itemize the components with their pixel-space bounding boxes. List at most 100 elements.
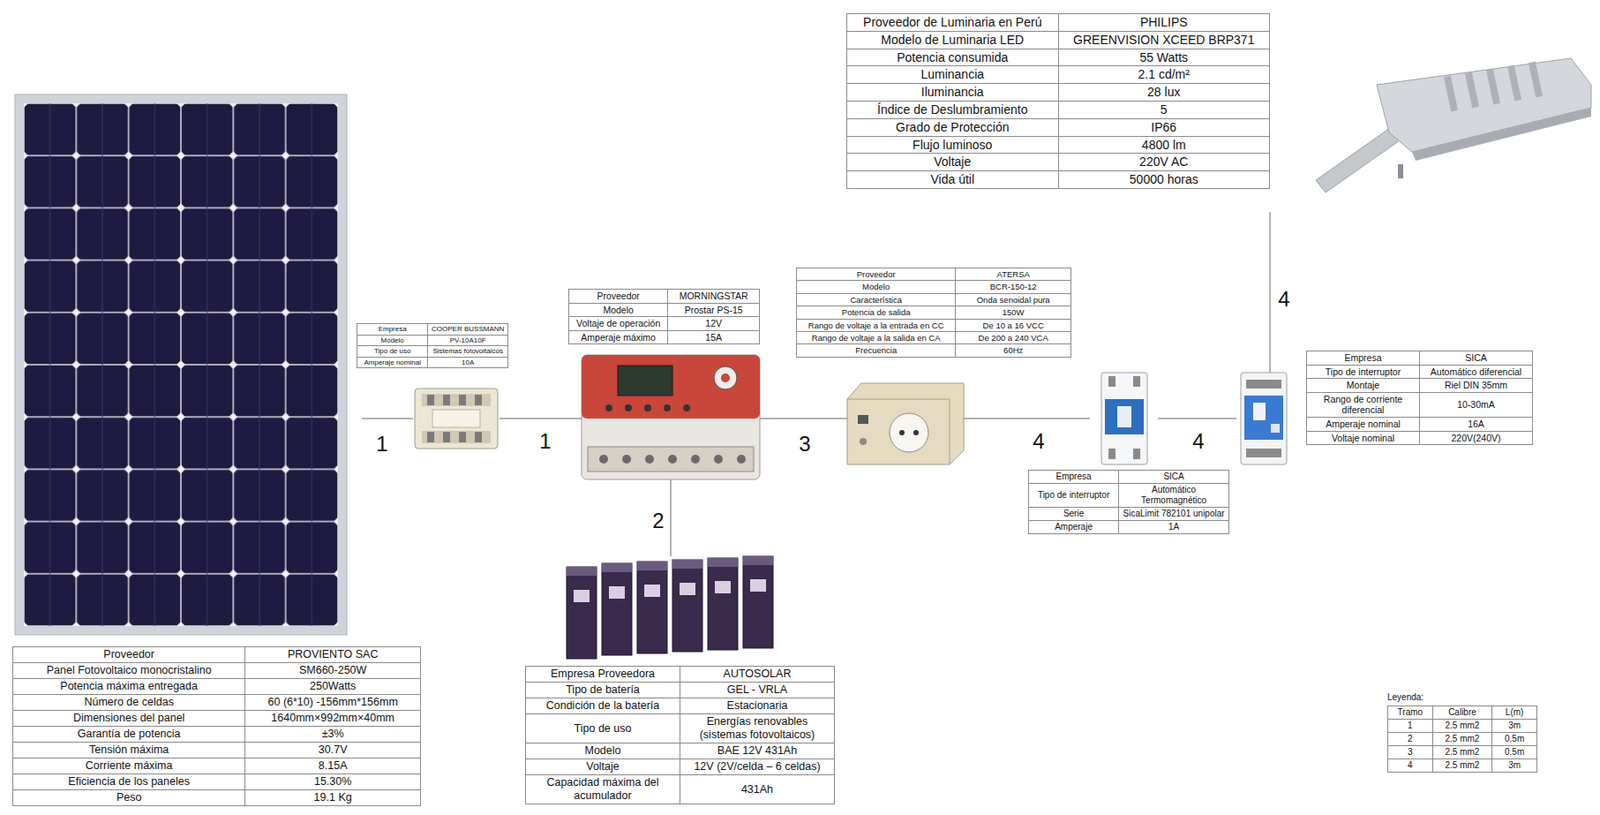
table-cell: 15A — [705, 331, 722, 343]
table-cell: Corriente máxima — [85, 758, 173, 772]
table-cell: Tensión máxima — [89, 743, 169, 756]
callout-number: 1 — [374, 433, 390, 455]
table-cell: 50000 horas — [1129, 172, 1199, 187]
table-cell: PHILIPS — [1140, 15, 1188, 30]
table-cell: Serie — [1063, 508, 1084, 519]
table-cell: Voltaje — [585, 759, 620, 773]
table-grid: ProveedorATERSAModeloBCR-150-12Caracterí… — [796, 267, 1072, 358]
table-cell: 150W — [1002, 307, 1025, 317]
table-cell: BAE 12V 431Ah — [717, 743, 797, 757]
spec-table: EmpresaSICATipo de interruptorAutomático… — [1306, 350, 1533, 445]
table-grid: Proveedor de Luminaria en Perú PHILIPS Mod… — [846, 13, 1270, 189]
spec-table: Proveedor PROVIENTO SAC Panel Fotovoltaico… — [12, 646, 421, 806]
spec-table: Proveedor de Luminaria en Perú PHILIPS Mod… — [846, 13, 1270, 189]
spec-table: EmpresaSICATipo de interruptorAutomático… — [1028, 469, 1230, 534]
table-grid: EmpresaCOOPER BUSSMANNModeloPV-10A10FTip… — [356, 323, 509, 369]
table-cell: De 200 a 240 VCA — [978, 332, 1049, 343]
table-cell: Proveedor — [856, 269, 896, 279]
legend-heading: Leyenda: — [1387, 691, 1538, 702]
spec-table: ProveedorATERSAModeloBCR-150-12Caracterí… — [796, 267, 1072, 358]
table-cell: Empresa — [378, 324, 407, 333]
table-cell: Capacidad máxima del acumulador — [546, 775, 659, 802]
table-cell: Modelo — [602, 304, 633, 316]
table-cell: 4800 lm — [1141, 137, 1187, 152]
table-cell: 28 lux — [1147, 84, 1180, 99]
table-cell: PROVIENTO SAC — [287, 647, 379, 661]
solar-panel — [15, 94, 347, 635]
table-cell: Voltaje de operación — [576, 317, 661, 329]
table-cell: 4 — [1407, 759, 1413, 770]
table-cell: Automático Termomagnético — [1141, 484, 1207, 505]
table-cell: Automático diferencial — [1430, 366, 1522, 377]
table-cell: Modelo de Luminaria LED — [880, 32, 1024, 47]
table-cell: Rango de corriente diferencial — [1323, 393, 1403, 416]
table-cell: Amperaje — [1054, 521, 1093, 532]
table-cell: Frecuencia — [855, 345, 897, 355]
callout-number: 2 — [650, 510, 666, 532]
table-cell: Peso — [116, 790, 143, 804]
spec-table: EmpresaCOOPER BUSSMANNModeloPV-10A10FTip… — [356, 323, 509, 369]
table-cell: 8.15A — [318, 758, 348, 772]
table-cell: Riel DIN 35mm — [1444, 379, 1508, 391]
table-cell: AUTOSOLAR — [723, 667, 792, 680]
battery-bank — [566, 555, 774, 659]
table-cell: Luminancia — [920, 67, 985, 82]
table-cell: 2 — [1407, 733, 1413, 744]
table-cell: IP66 — [1150, 120, 1177, 135]
table-cell: Empresa — [1344, 352, 1382, 363]
table-cell: SICA — [1163, 471, 1184, 481]
table-cell: Estacionaria — [727, 698, 789, 712]
table-cell: 220V AC — [1139, 154, 1188, 169]
table-cell: 10-30mA — [1457, 398, 1495, 410]
table-cell: Vida útil — [930, 172, 975, 187]
table-cell: 1640mm×992mm×40mm — [270, 711, 395, 724]
table-cell: Voltaje — [933, 154, 971, 169]
table-grid: Proveedor PROVIENTO SAC Panel Fotovoltaico… — [12, 646, 421, 806]
table-cell: Tramo — [1397, 706, 1424, 717]
table-cell: Energías renovables (sistemas fotovoltai… — [699, 714, 816, 741]
table-cell: Tipo de batería — [565, 683, 640, 696]
spec-table: Empresa ProveedoraAUTOSOLARTipo de bater… — [525, 665, 835, 804]
callout-number: 4 — [1190, 430, 1206, 452]
table-cell: Proveedor — [103, 647, 155, 661]
table-cell: 16A — [1467, 418, 1485, 429]
table-cell: 0.5m — [1504, 746, 1525, 757]
table-cell: 431Ah — [741, 782, 774, 796]
table-cell: Iluminancia — [921, 84, 985, 99]
table-cell: Modelo — [381, 336, 405, 345]
table-cell: 60Hz — [1003, 345, 1023, 355]
table-cell: 12V (2V/celda – 6 celdas) — [693, 759, 820, 773]
spec-table: Leyenda:TramoCalibreL(m)12.5 mm23m22.5 m… — [1387, 691, 1538, 773]
table-cell: 60 (6*10) -156mm*156mm — [268, 695, 399, 708]
table-cell: Tipo de uso — [574, 721, 632, 735]
spec-table: ProveedorMORNINGSTARModeloProstar PS-15V… — [568, 288, 760, 345]
table-cell: 2.5 mm2 — [1445, 733, 1480, 744]
table-cell: Onda senoidal pura — [976, 294, 1051, 305]
table-cell: 12V — [705, 317, 722, 329]
table-cell: Rango de voltaje a la salida en CA — [811, 332, 941, 343]
table-cell: Calibre — [1448, 706, 1477, 717]
table-grid: EmpresaSICATipo de interruptorAutomático… — [1306, 350, 1533, 445]
table-cell: 0.5m — [1504, 733, 1525, 744]
table-cell: PV-10A10F — [450, 336, 487, 345]
table-cell: 1 — [1407, 720, 1413, 730]
table-cell: 30.7V — [318, 743, 348, 756]
table-cell: 19.1 Kg — [314, 790, 353, 804]
table-cell: Montaje — [1346, 379, 1380, 391]
table-cell: Garantía de potencia — [77, 727, 181, 740]
table-cell: GEL - VRLA — [727, 683, 788, 696]
table-cell: Amperaje nominal — [1325, 418, 1401, 429]
table-cell: Proveedor de Luminaria en Perú — [863, 15, 1042, 30]
charge-controller — [581, 354, 760, 480]
table-cell: SicaLimit 782101 unipolar — [1123, 508, 1225, 519]
thermomagnetic-breaker — [1101, 372, 1148, 465]
table-cell: Tipo de uso — [374, 346, 412, 355]
wires — [361, 211, 1270, 556]
fuse-box — [414, 388, 498, 449]
table-cell: Panel Fotovoltaico monocristalino — [46, 663, 212, 677]
table-cell: L(m) — [1505, 706, 1525, 717]
table-cell: 2.5 mm2 — [1445, 759, 1480, 770]
table-cell: Índice de Deslumbramiento — [877, 102, 1028, 117]
differential-breaker — [1240, 372, 1287, 465]
table-cell: Dimensiones del panel — [73, 711, 185, 724]
